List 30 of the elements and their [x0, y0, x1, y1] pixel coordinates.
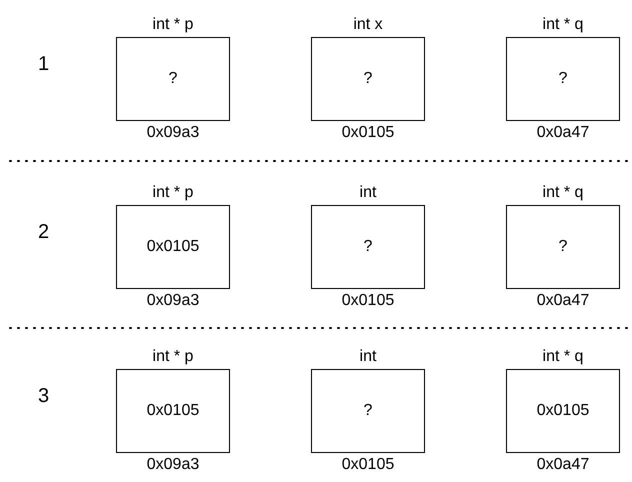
memory-address: 0x09a3 [146, 124, 200, 142]
variable-type-label: int * q [542, 184, 584, 202]
variable-type-label: int * p [152, 348, 194, 366]
variable-type-label: int * q [542, 348, 584, 366]
variable-type-label: int [358, 184, 378, 202]
memory-address: 0x0a47 [536, 292, 590, 310]
cell-value: ? [558, 70, 568, 88]
cell-value: 0x0105 [146, 238, 200, 256]
variable-type-label: int * p [152, 16, 194, 34]
memory-address: 0x0105 [340, 124, 396, 142]
memory-address: 0x0a47 [536, 124, 590, 142]
step-number: 3 [38, 385, 50, 408]
memory-address: 0x09a3 [146, 456, 200, 474]
cell-value: 0x0105 [146, 402, 200, 420]
memory-address: 0x09a3 [146, 292, 200, 310]
cell-value: ? [168, 70, 178, 88]
cell-value: ? [558, 238, 568, 256]
step-number: 2 [38, 221, 50, 244]
memory-address: 0x0105 [340, 292, 396, 310]
memory-address: 0x0a47 [536, 456, 590, 474]
cell-value: ? [362, 70, 374, 88]
cell-value: ? [362, 238, 374, 256]
step-number: 1 [38, 53, 50, 76]
cell-value: ? [362, 402, 374, 420]
memory-address: 0x0105 [340, 456, 396, 474]
variable-type-label: int x [352, 16, 384, 34]
variable-type-label: int * p [152, 184, 194, 202]
variable-type-label: int * q [542, 16, 584, 34]
cell-value: 0x0105 [536, 402, 590, 420]
variable-type-label: int [358, 348, 378, 366]
